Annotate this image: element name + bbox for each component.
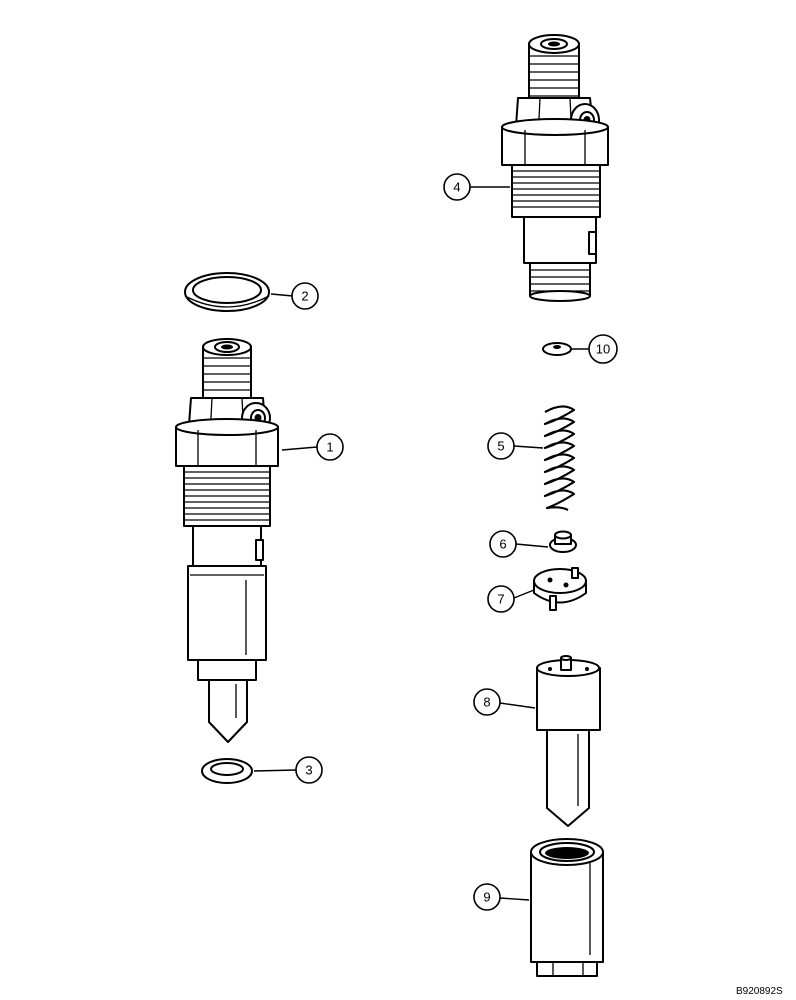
part-2-sealing-ring bbox=[184, 272, 270, 312]
callout-7: 7 bbox=[487, 585, 515, 613]
callout-label-2: 2 bbox=[301, 289, 308, 304]
callout-8: 8 bbox=[473, 688, 501, 716]
callout-4: 4 bbox=[443, 173, 471, 201]
callout-9: 9 bbox=[473, 883, 501, 911]
callout-label-7: 7 bbox=[497, 592, 504, 607]
callout-label-4: 4 bbox=[453, 180, 460, 195]
part-3-copper-washer bbox=[201, 758, 253, 784]
part-8-nozzle bbox=[536, 655, 601, 827]
part-6-spring-seat bbox=[549, 530, 577, 553]
callout-label-6: 6 bbox=[499, 537, 506, 552]
callout-10: 10 bbox=[588, 334, 618, 364]
callout-label-8: 8 bbox=[483, 695, 490, 710]
callout-label-1: 1 bbox=[326, 440, 333, 455]
callout-6: 6 bbox=[489, 530, 517, 558]
callout-3: 3 bbox=[295, 756, 323, 784]
part-10-shim bbox=[542, 342, 572, 356]
callout-label-10: 10 bbox=[596, 342, 610, 357]
callout-label-9: 9 bbox=[483, 890, 490, 905]
part-1-injector-assembly bbox=[175, 338, 279, 743]
callout-1: 1 bbox=[316, 433, 344, 461]
leader-lines bbox=[253, 186, 589, 901]
part-4-injector-body bbox=[501, 34, 609, 302]
callout-label-5: 5 bbox=[497, 439, 504, 454]
drawing-code: B920892S bbox=[736, 986, 783, 997]
callout-5: 5 bbox=[487, 432, 515, 460]
part-7-intermediate-plate bbox=[533, 567, 587, 611]
callout-2: 2 bbox=[291, 282, 319, 310]
part-9-nozzle-nut bbox=[530, 838, 604, 977]
part-5-spring bbox=[543, 405, 576, 512]
callout-label-3: 3 bbox=[305, 763, 312, 778]
